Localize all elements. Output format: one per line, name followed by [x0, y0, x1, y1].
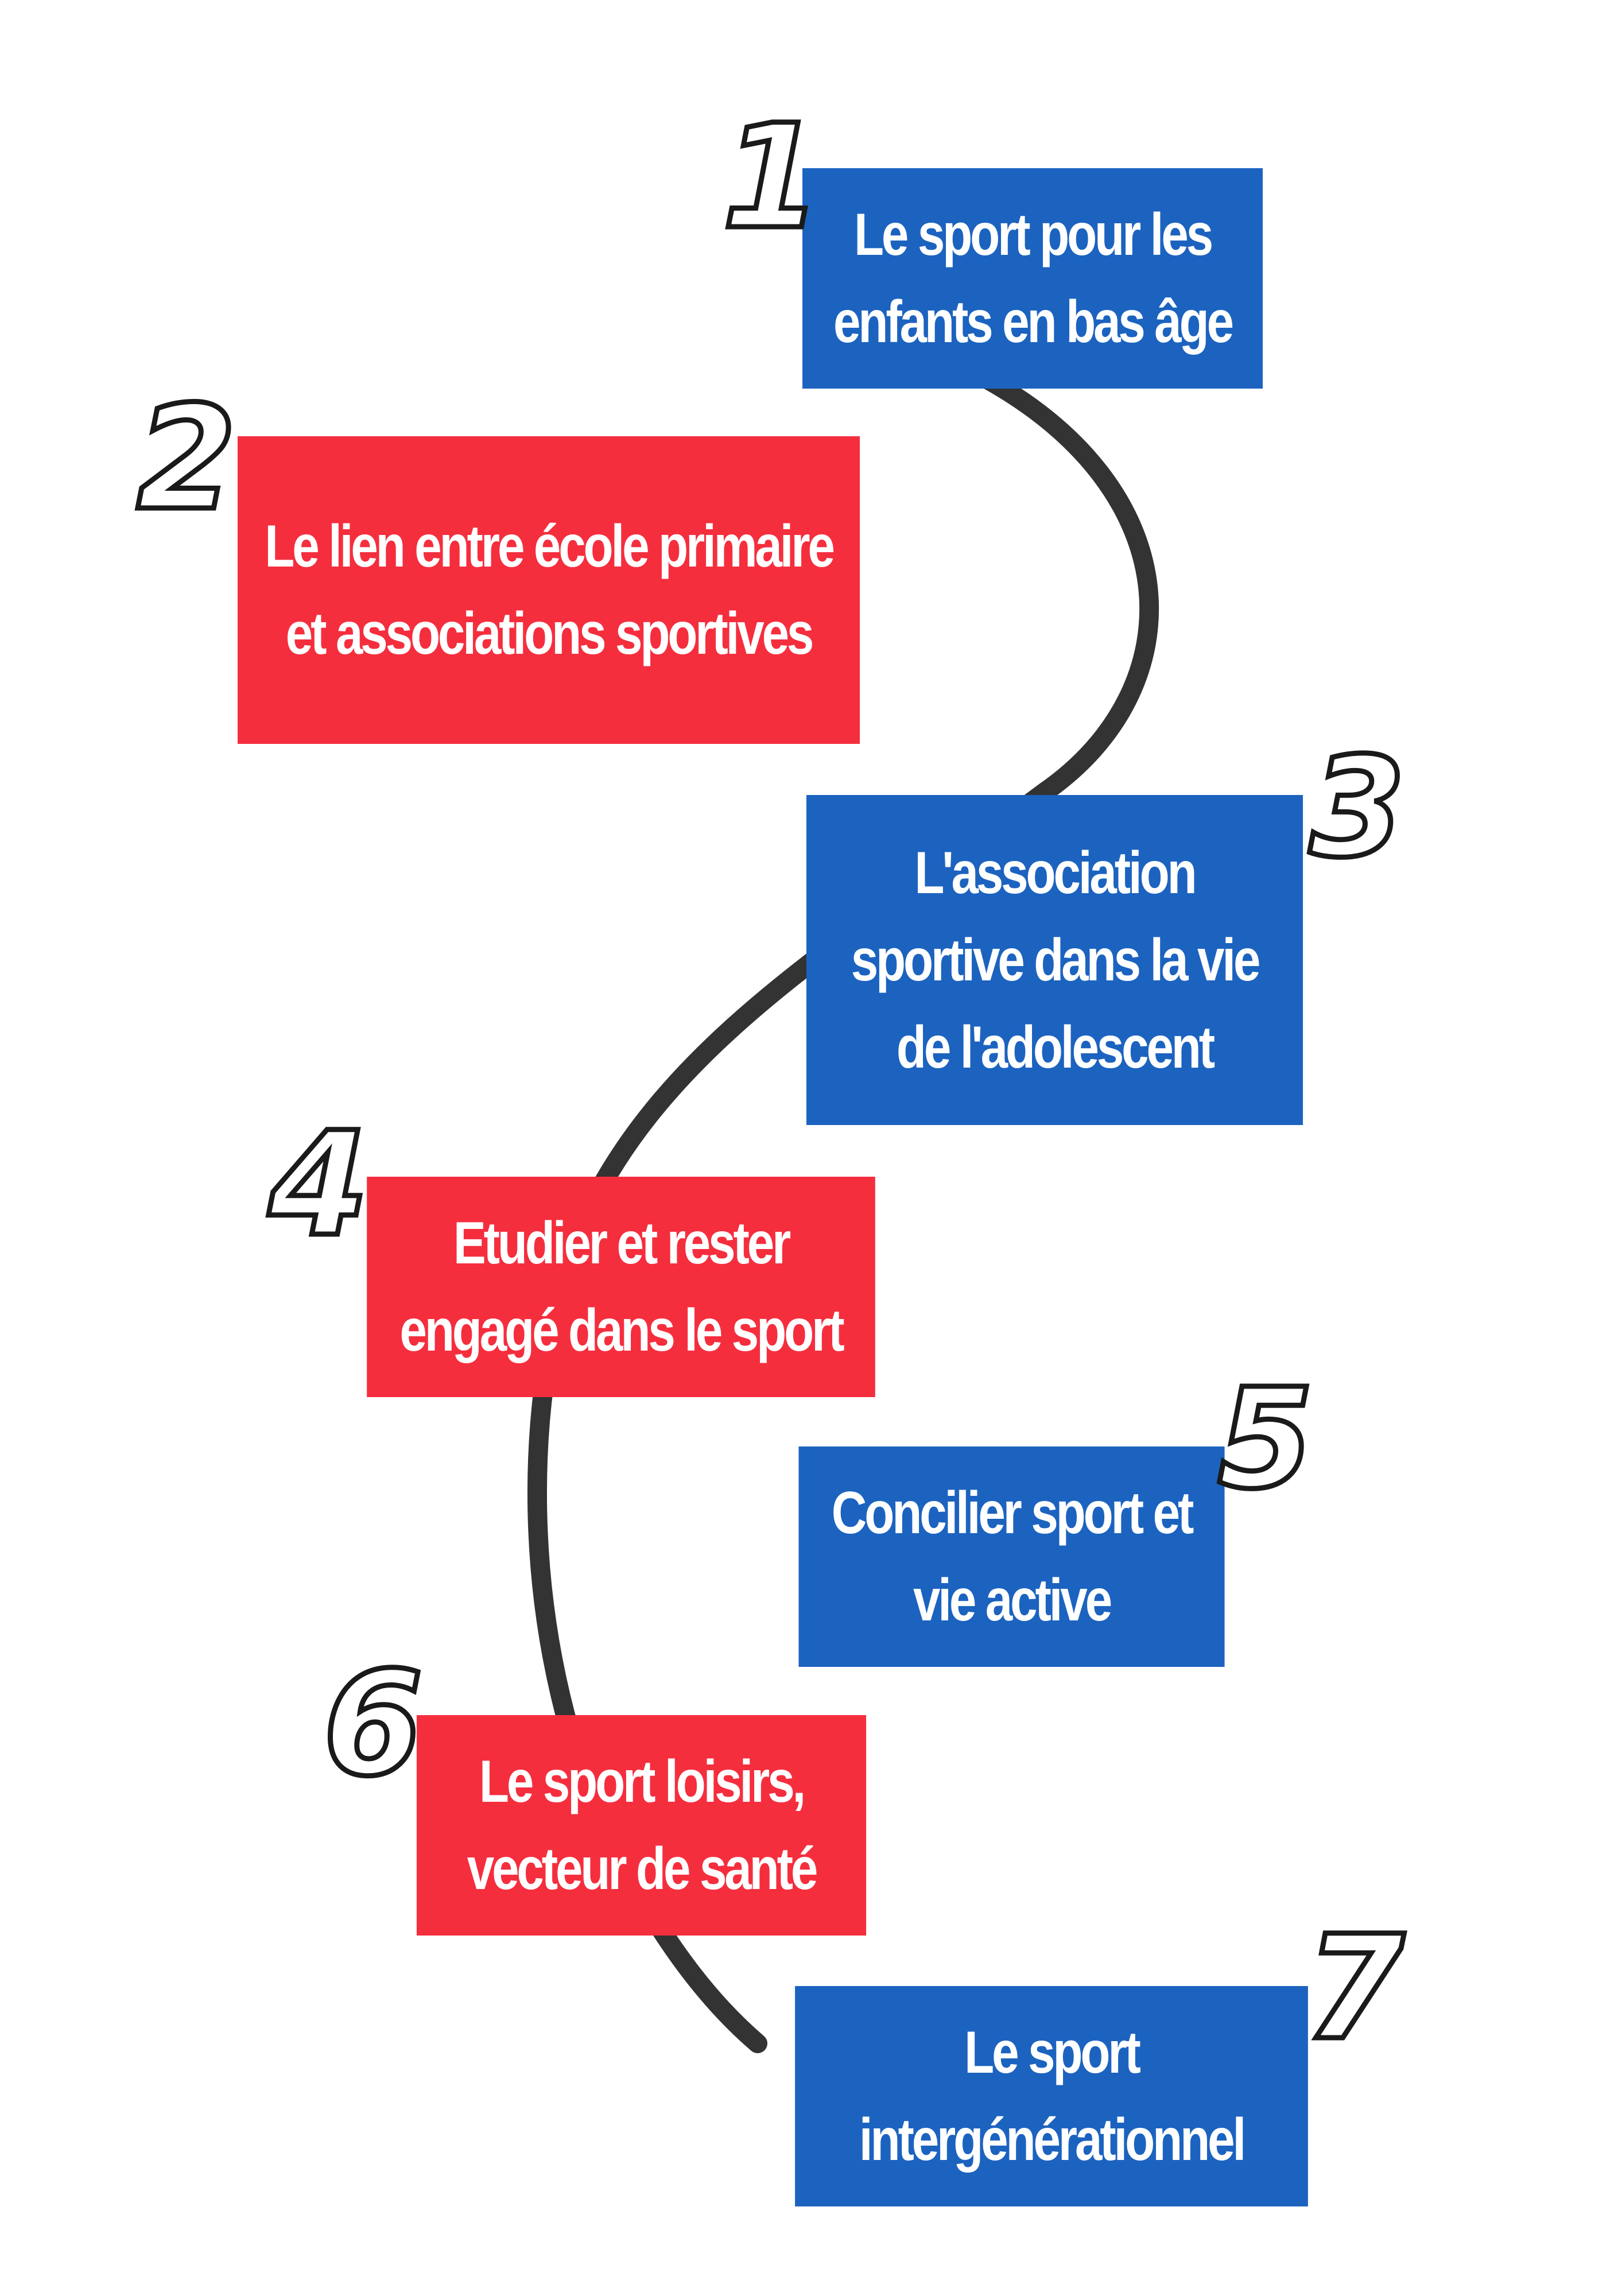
step-5-number-icon: 5: [1215, 1360, 1316, 1504]
step-2-number: 2: [137, 376, 236, 525]
step-7-label: Le sport intergénérationnel: [859, 2019, 1246, 2173]
step-7-number: 7: [1305, 1906, 1404, 2055]
step-7-number-icon: 7: [1302, 1906, 1407, 2055]
step-3-label: L'association sportive dans la vie de l'…: [851, 839, 1261, 1081]
step-6-label: Le sport loisirs, vecteur de santé: [467, 1748, 818, 1902]
step-5-label: Concilier sport et vie active: [831, 1480, 1194, 1634]
step-7-box: Le sport intergénérationnel: [795, 1986, 1308, 2206]
step-4-number: 4: [268, 1102, 368, 1251]
step-3-box: L'association sportive dans la vie de l'…: [806, 795, 1303, 1125]
step-2-number-icon: 2: [134, 376, 239, 525]
step-5-number: 5: [1218, 1360, 1314, 1504]
step-6-number-icon: 6: [321, 1642, 425, 1791]
step-1-label: Le sport pour les enfants en bas âge: [833, 201, 1234, 355]
step-1-number-icon: 1: [720, 95, 824, 244]
step-2-label: Le lien entre école primaire et associat…: [265, 513, 835, 667]
step-2-box: Le lien entre école primaire et associat…: [237, 436, 860, 744]
step-4-label: Etudier et rester engagé dans le sport: [399, 1210, 844, 1364]
step-4-number-icon: 4: [266, 1102, 371, 1251]
step-6-box: Le sport loisirs, vecteur de santé: [416, 1715, 867, 1936]
step-1-number: 1: [722, 95, 822, 244]
step-4-box: Etudier et rester engagé dans le sport: [367, 1177, 875, 1397]
step-5-box: Concilier sport et vie active: [798, 1446, 1225, 1667]
step-3-number: 3: [1310, 729, 1406, 872]
step-3-number-icon: 3: [1307, 729, 1408, 872]
step-1-box: Le sport pour les enfants en bas âge: [802, 168, 1263, 389]
step-6-number: 6: [323, 1642, 423, 1791]
